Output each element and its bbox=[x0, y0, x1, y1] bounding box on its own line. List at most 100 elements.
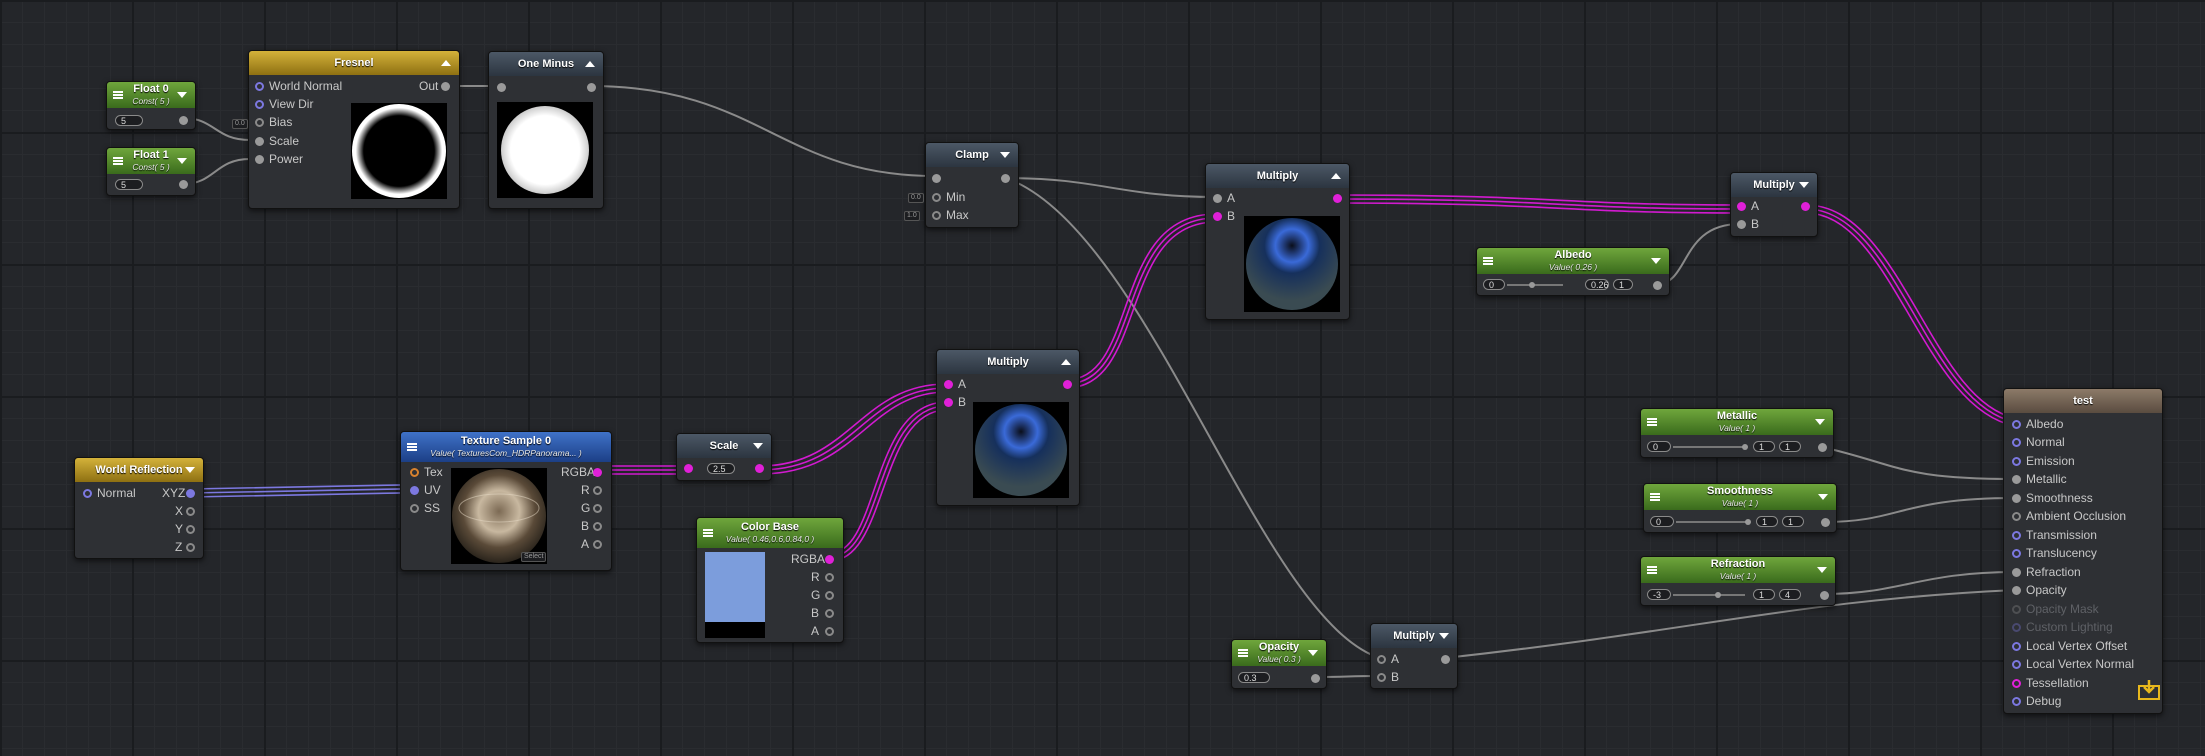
multiply-right-node[interactable]: Multiply A B bbox=[1730, 172, 1818, 237]
refraction-node[interactable]: Refraction Value( 1 ) -3 1 4 bbox=[1640, 556, 1836, 606]
texture-sample-node[interactable]: Texture Sample 0 Value( TexturesCom_HDRP… bbox=[400, 431, 612, 571]
clamp-max-pin[interactable] bbox=[932, 211, 941, 220]
float1-output-pin[interactable] bbox=[179, 180, 188, 189]
b-output-pin[interactable] bbox=[825, 609, 834, 618]
z-output-pin[interactable] bbox=[186, 543, 195, 552]
smoothness-input-pin[interactable] bbox=[2012, 494, 2021, 503]
metallic-header[interactable]: Metallic Value( 1 ) bbox=[1641, 409, 1833, 435]
color-swatch[interactable] bbox=[705, 552, 765, 622]
one-minus-node[interactable]: One Minus bbox=[488, 51, 604, 209]
metallic-value-field[interactable]: 1 bbox=[1753, 441, 1775, 452]
refraction-header[interactable]: Refraction Value( 1 ) bbox=[1641, 557, 1835, 583]
dropdown-arrow-icon[interactable] bbox=[1817, 567, 1827, 573]
smoothness-value-field[interactable]: 1 bbox=[1756, 516, 1778, 527]
multiply-mid-node[interactable]: Multiply A B bbox=[936, 349, 1080, 506]
metallic-node[interactable]: Metallic Value( 1 ) 0 1 1 bbox=[1640, 408, 1834, 458]
world-reflection-header[interactable]: World Reflection bbox=[75, 458, 203, 482]
dropdown-arrow-icon[interactable] bbox=[1000, 152, 1010, 158]
menu-icon[interactable] bbox=[113, 157, 123, 165]
normal-input-pin[interactable] bbox=[2012, 438, 2021, 447]
menu-icon[interactable] bbox=[113, 91, 123, 99]
fresnel-header[interactable]: Fresnel bbox=[249, 51, 459, 75]
color-base-header[interactable]: Color Base Value( 0.46,0.6,0.84,0 ) bbox=[697, 518, 843, 548]
albedo-value-field[interactable]: 0.26 bbox=[1585, 279, 1609, 290]
xyz-output-pin[interactable] bbox=[186, 489, 195, 498]
opacity-value-field[interactable]: 0.3 bbox=[1238, 672, 1270, 683]
transmission-input-pin[interactable] bbox=[2012, 531, 2021, 540]
menu-icon[interactable] bbox=[1238, 649, 1248, 657]
multiply-mid-header[interactable]: Multiply bbox=[937, 350, 1079, 374]
dropdown-arrow-icon[interactable] bbox=[753, 443, 763, 449]
metallic-slider-knob[interactable] bbox=[1742, 444, 1748, 450]
dropdown-arrow-icon[interactable] bbox=[185, 467, 195, 473]
power-input-pin[interactable] bbox=[255, 155, 264, 164]
dropdown-arrow-icon[interactable] bbox=[1799, 182, 1809, 188]
dropdown-arrow-icon[interactable] bbox=[1651, 258, 1661, 264]
uv-input-pin[interactable] bbox=[410, 486, 419, 495]
menu-icon[interactable] bbox=[1647, 566, 1657, 574]
r-output-pin[interactable] bbox=[825, 573, 834, 582]
opacity-header[interactable]: Opacity Value( 0.3 ) bbox=[1232, 640, 1326, 666]
multiply-output-pin[interactable] bbox=[1333, 194, 1342, 203]
fresnel-output-pin[interactable] bbox=[441, 82, 450, 91]
a-output-pin[interactable] bbox=[825, 627, 834, 636]
world-normal-input-pin[interactable] bbox=[255, 82, 264, 91]
smoothness-slider-knob[interactable] bbox=[1745, 519, 1751, 525]
multiply-bottom-header[interactable]: Multiply bbox=[1371, 624, 1457, 648]
metallic-output-pin[interactable] bbox=[1818, 443, 1827, 452]
clamp-node[interactable]: Clamp Min Max bbox=[925, 142, 1019, 228]
scale-node[interactable]: Scale 2.5 bbox=[676, 433, 772, 481]
menu-icon[interactable] bbox=[1483, 257, 1493, 265]
one-minus-input-pin[interactable] bbox=[497, 83, 506, 92]
refraction-input-pin[interactable] bbox=[2012, 568, 2021, 577]
refraction-slider-knob[interactable] bbox=[1715, 592, 1721, 598]
multiply-output-pin[interactable] bbox=[1801, 202, 1810, 211]
a-output-pin[interactable] bbox=[593, 540, 602, 549]
multiply-a-pin[interactable] bbox=[944, 380, 953, 389]
x-output-pin[interactable] bbox=[186, 507, 195, 516]
collapse-arrow-icon[interactable] bbox=[1331, 173, 1341, 179]
dropdown-arrow-icon[interactable] bbox=[1308, 650, 1318, 656]
debug-input-pin[interactable] bbox=[2012, 697, 2021, 706]
multiply-bottom-node[interactable]: Multiply A B bbox=[1370, 623, 1458, 689]
emission-input-pin[interactable] bbox=[2012, 457, 2021, 466]
albedo-header[interactable]: Albedo Value( 0.26 ) bbox=[1477, 248, 1669, 274]
dropdown-arrow-icon[interactable] bbox=[1439, 633, 1449, 639]
albedo-input-pin[interactable] bbox=[2012, 420, 2021, 429]
float0-value-field[interactable]: 5 bbox=[115, 115, 143, 126]
multiply-output-pin[interactable] bbox=[1441, 655, 1450, 664]
collapse-arrow-icon[interactable] bbox=[441, 60, 451, 66]
float0-output-pin[interactable] bbox=[179, 116, 188, 125]
tessellation-input-pin[interactable] bbox=[2012, 679, 2021, 688]
metallic-slider[interactable] bbox=[1673, 446, 1745, 448]
multiply-a-pin[interactable] bbox=[1737, 202, 1746, 211]
multiply-b-pin[interactable] bbox=[1377, 673, 1386, 682]
clamp-min-pin[interactable] bbox=[932, 193, 941, 202]
y-output-pin[interactable] bbox=[186, 525, 195, 534]
smoothness-max-field[interactable]: 1 bbox=[1782, 516, 1804, 527]
refraction-max-field[interactable]: 4 bbox=[1779, 589, 1801, 600]
albedo-output-pin[interactable] bbox=[1653, 281, 1662, 290]
rgba-output-pin[interactable] bbox=[825, 555, 834, 564]
float0-header[interactable]: Float 0 Const( 5 ) bbox=[107, 82, 195, 108]
float1-header[interactable]: Float 1 Const( 5 ) bbox=[107, 148, 195, 174]
metallic-input-pin[interactable] bbox=[2012, 475, 2021, 484]
color-base-node[interactable]: Color Base Value( 0.46,0.6,0.84,0 ) RGBA… bbox=[696, 517, 844, 643]
rgba-output-pin[interactable] bbox=[593, 468, 602, 477]
dropdown-arrow-icon[interactable] bbox=[1815, 419, 1825, 425]
metallic-max-field[interactable]: 1 bbox=[1779, 441, 1801, 452]
fresnel-node[interactable]: Fresnel World Normal View Dir Bias Scale… bbox=[248, 50, 460, 209]
r-output-pin[interactable] bbox=[593, 486, 602, 495]
float1-node[interactable]: Float 1 Const( 5 ) 5 bbox=[106, 147, 196, 196]
refraction-value-field[interactable]: 1 bbox=[1753, 589, 1775, 600]
menu-icon[interactable] bbox=[1647, 418, 1657, 426]
save-icon[interactable] bbox=[2137, 679, 2161, 701]
multiply-output-pin[interactable] bbox=[1063, 380, 1072, 389]
float1-value-field[interactable]: 5 bbox=[115, 179, 143, 190]
smoothness-header[interactable]: Smoothness Value( 1 ) bbox=[1644, 484, 1836, 510]
scale-header[interactable]: Scale bbox=[677, 434, 771, 458]
opacity-output-pin[interactable] bbox=[1311, 674, 1320, 683]
output-node[interactable]: test Albedo Normal Emission Metallic Smo… bbox=[2003, 388, 2163, 714]
menu-icon[interactable] bbox=[1650, 493, 1660, 501]
refraction-min-field[interactable]: -3 bbox=[1647, 589, 1671, 600]
